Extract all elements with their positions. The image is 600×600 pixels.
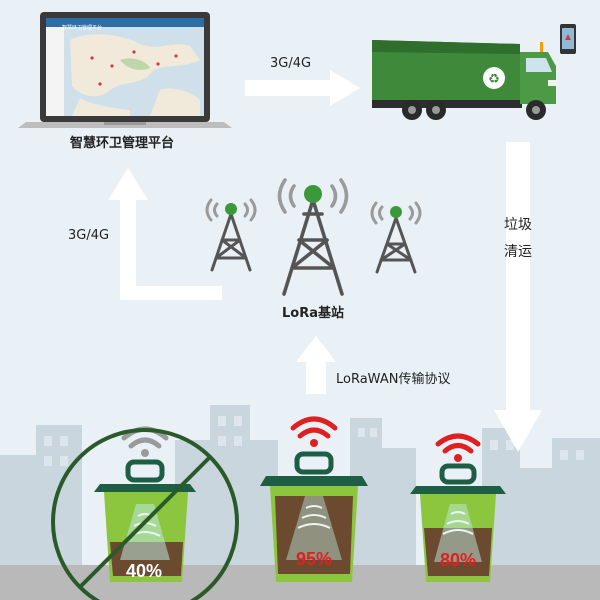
gateway-label: LoRa基站 <box>282 306 344 321</box>
smartphone-icon <box>560 24 576 54</box>
tower-small-right <box>370 201 422 274</box>
bin-3-fill-level: 80% <box>439 550 477 570</box>
map-screen <box>64 27 204 116</box>
city-skyline <box>0 405 600 565</box>
laptop-screen-title: 智慧环卫管理平台 <box>62 25 103 31</box>
trash-bin-2 <box>260 416 368 582</box>
link-label-gateway-platform: 3G/4G <box>68 228 110 243</box>
link-label-platform-truck: 3G/4G <box>270 56 312 71</box>
bin-1-fill-level: 40% <box>125 561 163 581</box>
skyline-windows <box>44 416 584 466</box>
arrow-to-bins <box>494 142 542 452</box>
signal-wifi-icon <box>290 416 338 447</box>
laptop <box>18 12 232 128</box>
garbage-truck: ♻ <box>372 40 558 120</box>
offline-strike <box>51 428 239 600</box>
trash-bin-3 <box>410 433 506 582</box>
link-label-truck-bins: 垃圾清运 <box>504 217 532 260</box>
tower-large-center <box>277 178 349 296</box>
bin-2-fill-level: 95% <box>295 549 333 569</box>
lora-gateway-towers <box>205 178 422 296</box>
arrow-to-truck <box>245 70 360 106</box>
tower-small-left <box>205 198 257 272</box>
link-label-bins-gateway: LoRaWAN传输协议 <box>336 372 451 387</box>
platform-label: 智慧环卫管理平台 <box>70 136 175 151</box>
arrow-to-platform <box>108 168 222 300</box>
signal-wifi-icon <box>435 433 481 462</box>
recycle-icon: ♻ <box>488 72 500 87</box>
trash-bin-1 <box>51 426 239 600</box>
arrow-to-gateway <box>296 336 336 394</box>
